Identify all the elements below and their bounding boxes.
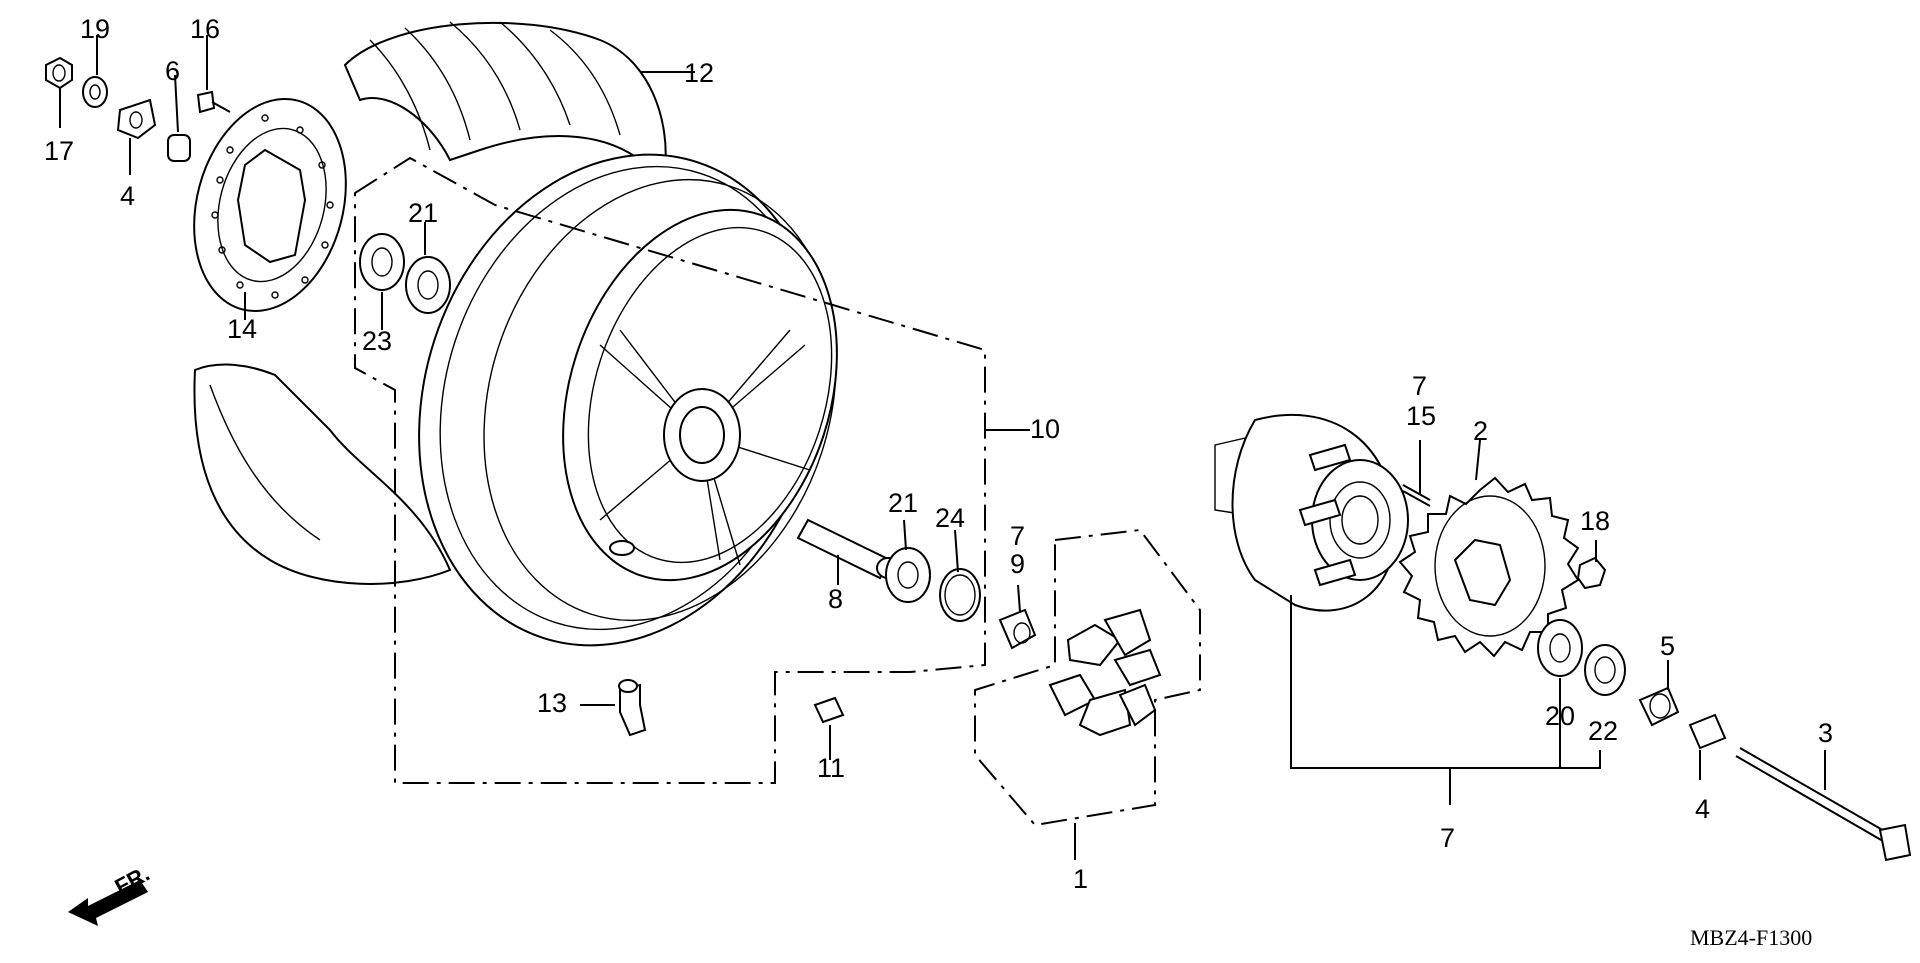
- callout-1: 1: [1073, 864, 1088, 894]
- axle-parts-middle: [796, 518, 1037, 650]
- callout-4-left: 4: [120, 181, 135, 211]
- brake-disc-drawing: [193, 97, 347, 313]
- callout-18: 18: [1580, 506, 1610, 536]
- bearings-left: [359, 233, 451, 314]
- tire-drawing: [193, 21, 667, 585]
- callout-24: 24: [935, 503, 965, 533]
- callout-7-middle: 7: [1010, 521, 1025, 551]
- callout-11: 11: [817, 753, 845, 783]
- callout-16: 16: [190, 14, 220, 44]
- callout-9: 9: [1010, 549, 1025, 579]
- callout-23: 23: [362, 326, 392, 356]
- callout-19: 19: [80, 14, 110, 44]
- callout-8: 8: [828, 584, 843, 614]
- callout-20: 20: [1545, 701, 1575, 731]
- small-parts-topleft: [45, 56, 231, 162]
- callout-22: 22: [1588, 716, 1618, 746]
- callout-7-bottom: 7: [1440, 823, 1455, 853]
- diagram-code: MBZ4-F1300: [1690, 925, 1812, 950]
- callout-10: 10: [1030, 414, 1060, 444]
- assembly-outline-10: [354, 156, 986, 784]
- callout-21-left: 21: [408, 198, 438, 228]
- leader-lines: [59, 35, 1826, 860]
- callout-labels: 1 2 3 4 4 5 6 7 7 7 8 9 10 11 12 13 14 1…: [44, 14, 1833, 894]
- small-parts-right: [1537, 556, 1912, 862]
- front-direction-arrow-icon: [68, 880, 148, 926]
- callout-17: 17: [44, 136, 74, 166]
- callout-15: 15: [1406, 401, 1436, 431]
- callout-21-middle: 21: [888, 488, 918, 518]
- callout-12: 12: [684, 58, 714, 88]
- callout-6: 6: [165, 56, 180, 86]
- sprocket-drawing: [1398, 476, 1580, 658]
- callout-3: 3: [1818, 718, 1833, 748]
- callout-4-right: 4: [1695, 794, 1710, 824]
- callout-5: 5: [1660, 631, 1675, 661]
- valve-and-weight: [618, 679, 845, 737]
- callout-14: 14: [227, 314, 257, 344]
- damper-rubbers: [974, 528, 1201, 827]
- callout-2: 2: [1473, 416, 1488, 446]
- hub-assembly-bracket: [1290, 595, 1601, 805]
- callout-13: 13: [537, 688, 567, 718]
- wheel-rim-drawing: [418, 153, 838, 647]
- callout-7-top: 7: [1412, 371, 1427, 401]
- sprocket-hub-drawing: [1214, 413, 1431, 612]
